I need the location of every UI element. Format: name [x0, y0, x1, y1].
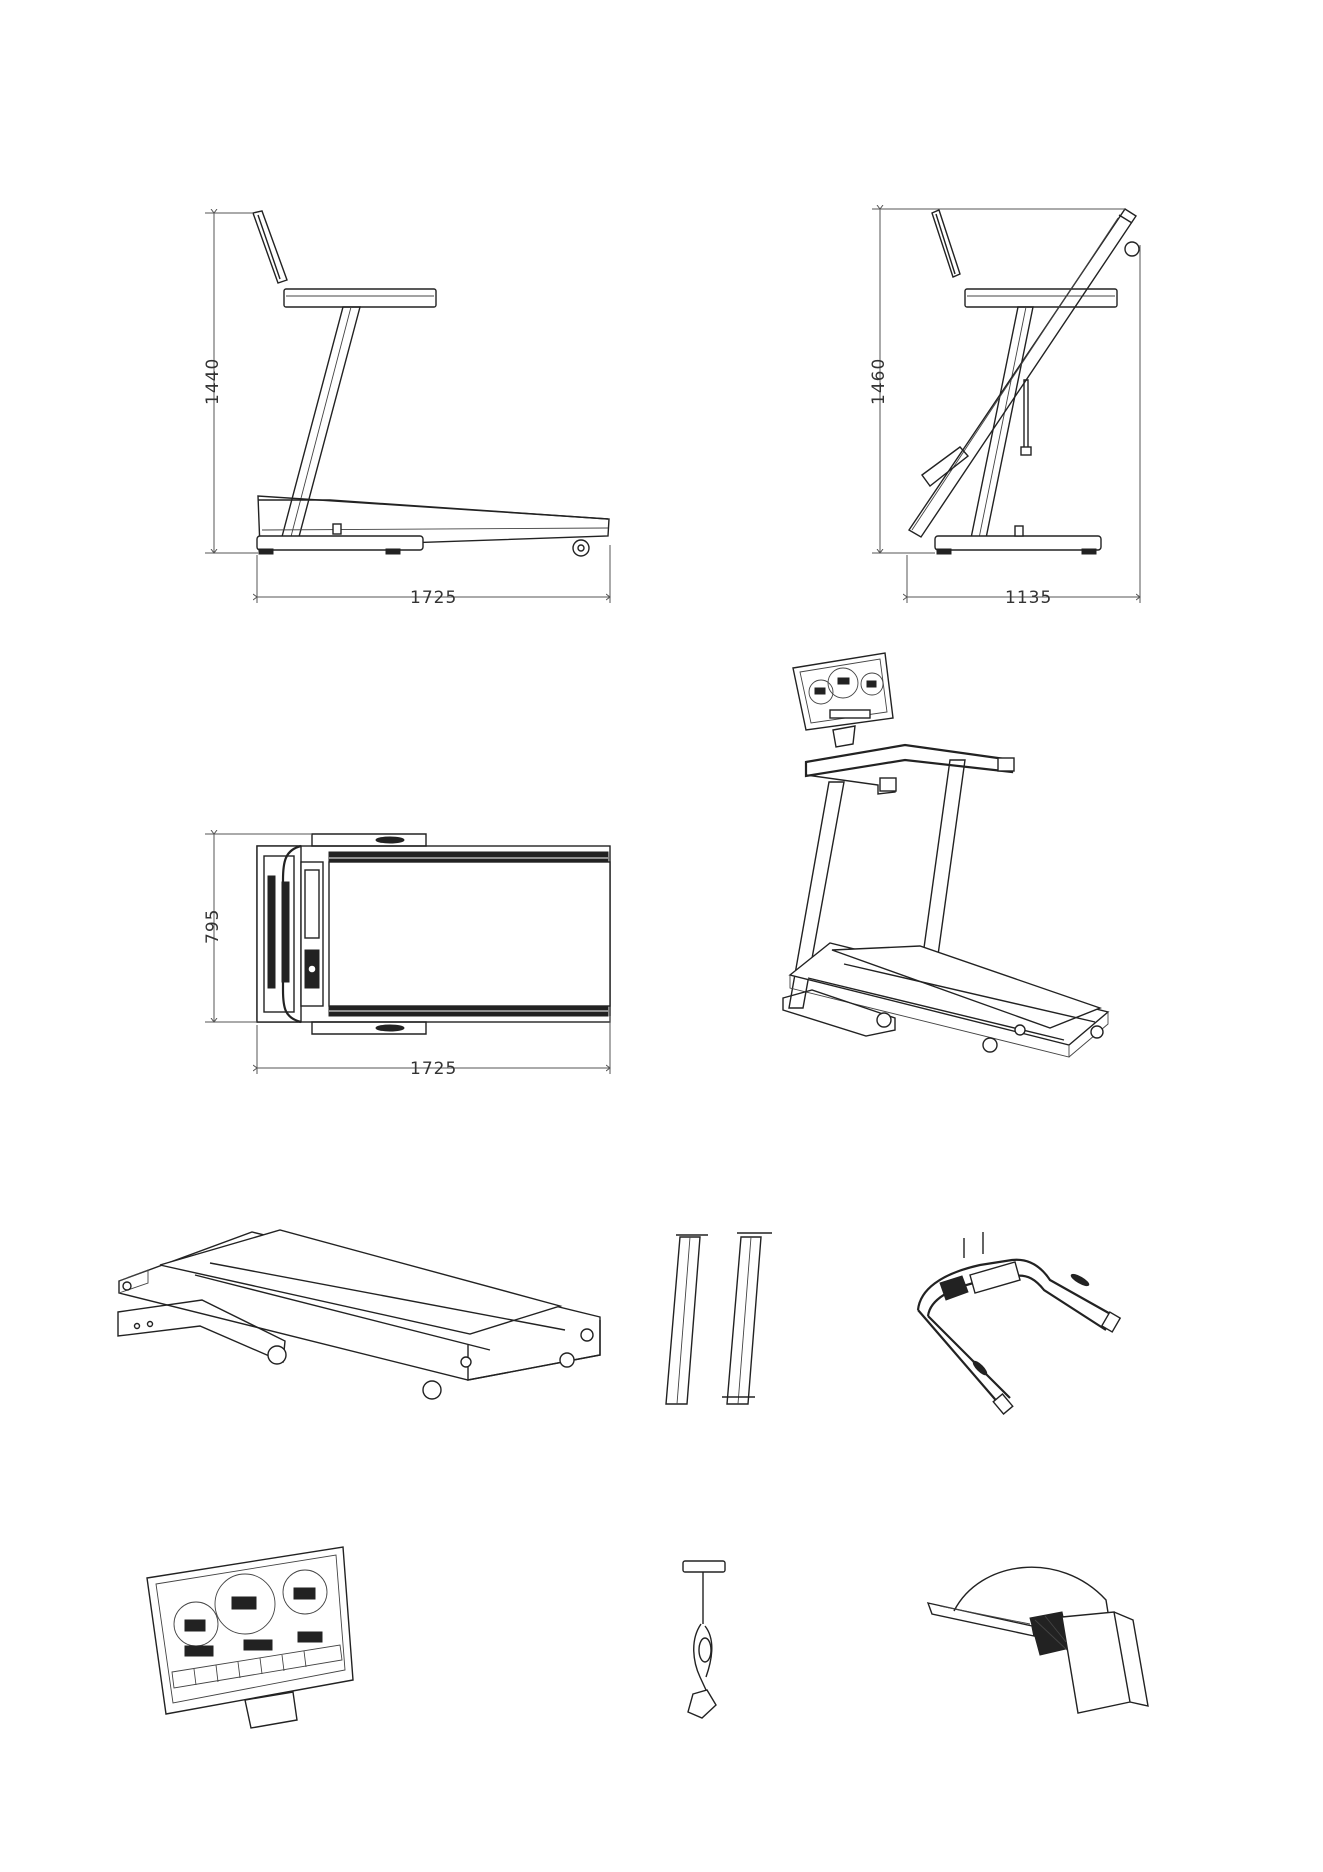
folded-view-height-label: 1460: [869, 358, 889, 405]
side-view: 1440 1725: [203, 211, 610, 608]
top-view: 795 1725: [203, 834, 610, 1079]
lubricant-bottle-part: [928, 1567, 1148, 1713]
isometric-assembled-view: [783, 653, 1108, 1057]
side-view-height-label: 1440: [203, 358, 223, 405]
deck-frame-part: [118, 1230, 600, 1399]
folded-view-length-label: 1135: [1005, 588, 1052, 608]
handrail-part: [918, 1232, 1120, 1414]
side-view-length-label: 1725: [410, 588, 457, 608]
top-view-width-label: 795: [203, 909, 223, 944]
upright-posts-part: [666, 1233, 772, 1404]
safety-key-part: [683, 1561, 725, 1718]
folded-view: 1460 1135: [869, 209, 1140, 608]
top-view-length-label: 1725: [410, 1059, 457, 1079]
console-part: [147, 1547, 353, 1728]
